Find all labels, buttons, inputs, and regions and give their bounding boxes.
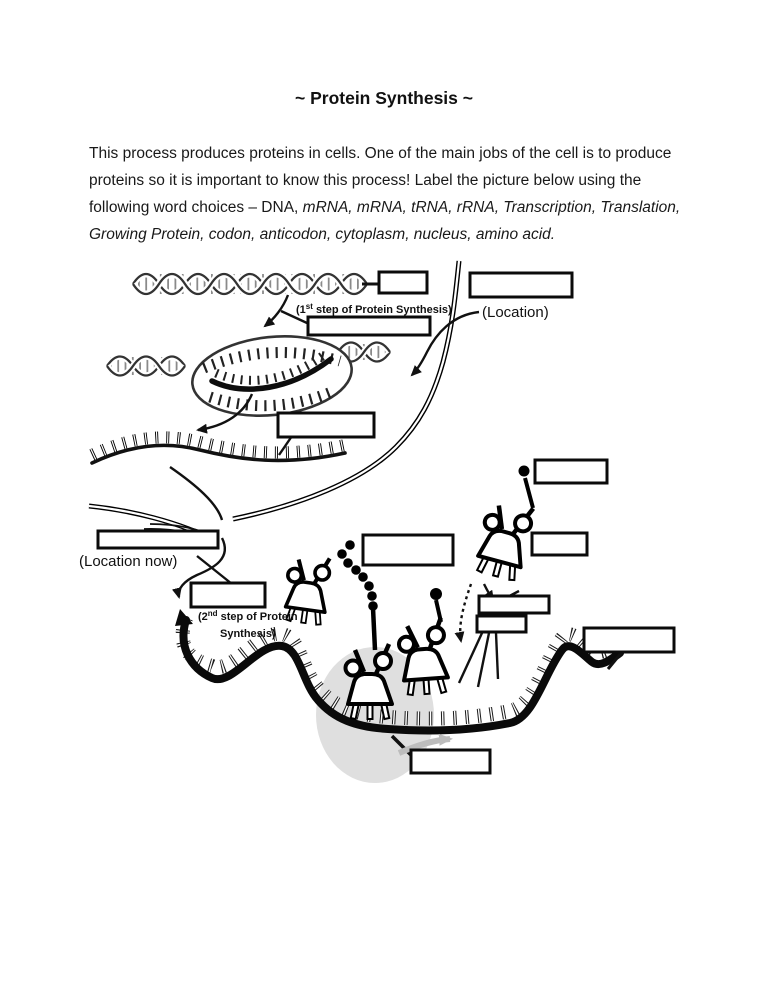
first-step-annotation: (1st step of Protein Synthesis): [296, 302, 452, 316]
arrow-bubble-to-mrna: [196, 393, 254, 434]
answer-box-trna[interactable]: [530, 531, 589, 557]
dotted-arrow-trna-leaving: [454, 583, 473, 643]
answer-box-cytoplasm[interactable]: [96, 529, 220, 550]
transcription-bubble-illustration: [104, 335, 393, 417]
arrow-mrna-to-cytoplasm: [171, 537, 226, 599]
mrna-strand-illustration: [89, 431, 347, 465]
answer-box-mrna-template[interactable]: [582, 626, 676, 654]
answer-box-growing-protein[interactable]: [361, 533, 455, 567]
codon-pointer-lines: [457, 632, 500, 688]
growing-protein-chain: [337, 540, 378, 651]
trna-icon: [472, 497, 536, 582]
answer-box-mrna-transcript[interactable]: [276, 411, 376, 439]
intro-word-choices: mRNA, mRNA, tRNA, rRNA, Transcription, T…: [89, 198, 681, 243]
amino-acid-dot: [430, 588, 443, 623]
pointer-line-to-translation-box: [196, 555, 233, 585]
gray-arrow-ribosome-moves: [397, 733, 453, 756]
intro-regular-text: This process produces proteins in cells.…: [89, 144, 672, 216]
arrow-location-to-envelope: [410, 310, 480, 377]
pointer-line-mrna-end: [606, 651, 624, 670]
answer-box-transcription[interactable]: [306, 315, 432, 337]
answer-box-nucleus[interactable]: [468, 271, 574, 299]
mrna-exit-path: [169, 466, 224, 521]
arrow-dna-to-bubble: [263, 294, 308, 328]
second-step-annotation-line2: Synthesis): [220, 628, 276, 640]
location-annotation: (Location): [482, 304, 549, 321]
second-step-annotation-line1: (2nd step of Protein: [198, 609, 298, 623]
answer-box-amino-acid[interactable]: [533, 458, 609, 485]
answer-box-anticodon[interactable]: [477, 594, 551, 615]
location-now-annotation: (Location now): [79, 553, 177, 570]
dna-double-helix-illustration: [130, 270, 370, 298]
pointer-line-mrna-box: [278, 435, 293, 456]
answer-box-codon[interactable]: [475, 614, 528, 634]
page-title: ~ Protein Synthesis ~: [295, 88, 473, 108]
answer-box-translation[interactable]: [189, 581, 267, 609]
intro-paragraph: This process produces proteins in cells.…: [89, 140, 689, 248]
amino-acid-dot: [518, 465, 535, 509]
answer-box-rrna[interactable]: [409, 748, 492, 775]
mrna-translation-strand: [175, 609, 625, 735]
answer-box-dna[interactable]: [377, 270, 429, 295]
